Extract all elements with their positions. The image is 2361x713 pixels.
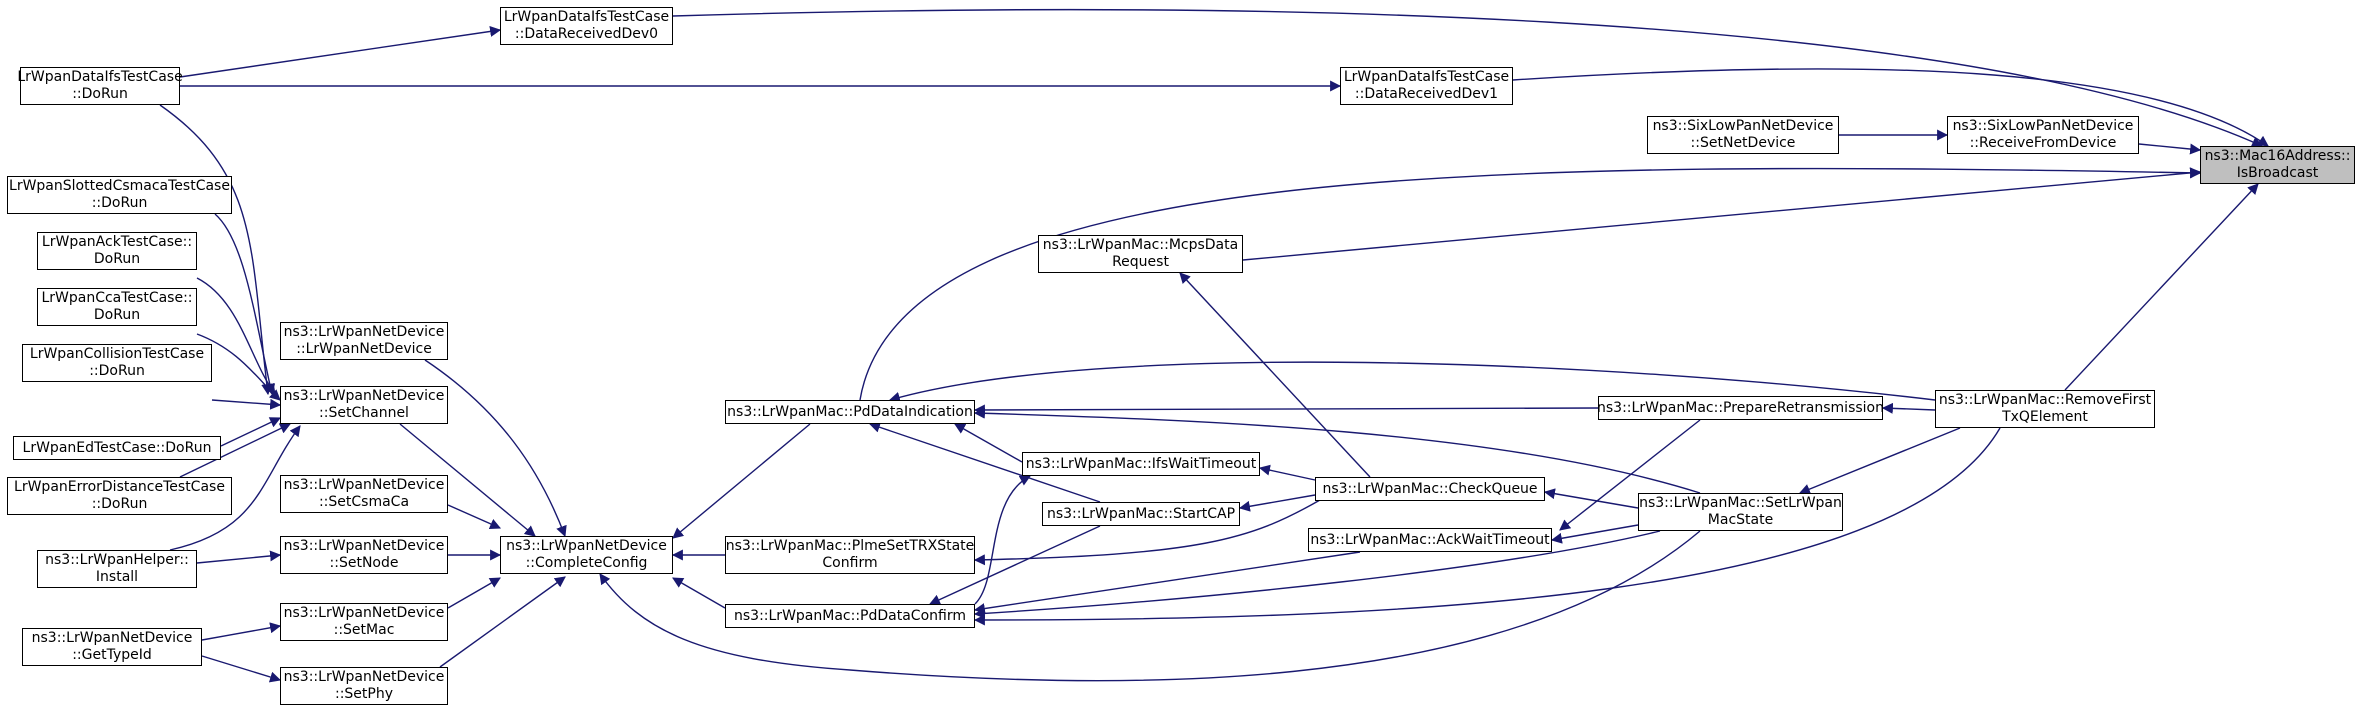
e-startcap-pdind [868,421,1101,503]
node-pddataconfirm[interactable]: ns3::LrWpanMac::PdDataConfirm [725,604,975,628]
node-gettypeid[interactable]: ns3::LrWpanNetDevice::GetTypeId [22,628,202,666]
e-dorun-recv0 [179,25,502,78]
node-cca-dorun[interactable]: LrWpanCcaTestCase::DoRun [37,288,197,326]
node-ackwaittimeout[interactable]: ns3::LrWpanMac::AckWaitTimeout [1308,528,1552,552]
e-checkqueue-mcps [1179,272,1371,478]
node-prepareretransmission[interactable]: ns3::LrWpanMac::PrepareRetransmission [1597,396,1884,420]
e-gettypeid-setphy [201,655,282,683]
node-helper-install[interactable]: ns3::LrWpanHelper::Install [37,550,197,588]
e-setmacstate-pdconf [973,530,1661,619]
e-setmacstate-ackwait [1550,524,1639,544]
e-ifs-pdconf [974,475,1031,605]
node-ed-dorun[interactable]: LrWpanEdTestCase::DoRun [13,436,221,460]
e-setchannel-complete [399,423,536,537]
node-lrwpannetdevice-ctor[interactable]: ns3::LrWpanNetDevice::LrWpanNetDevice [280,322,448,360]
e-errordist-setchannel [179,423,291,478]
e-ctor-complete [424,359,567,538]
node-dataifs-dorun[interactable]: LrWpanDataIfsTestCase::DoRun [17,67,183,105]
node-root[interactable]: ns3::Mac16Address::IsBroadcast [2200,146,2355,184]
e-ackwait-pdconf [973,551,1361,614]
e-setcsmaca-complete [447,504,502,530]
node-startcap[interactable]: ns3::LrWpanMac::StartCAP [1042,502,1240,526]
e-pdind-complete [672,423,811,539]
node-slotted-csmaca-dorun[interactable]: LrWpanSlottedCsmacaTestCase::DoRun [7,176,232,214]
e-checkqueue-ifs [1258,464,1316,481]
e-checkqueue-plme [973,499,1321,566]
e-recv0-root [672,9,2264,147]
e-removefirst-setmacstate [1798,427,1961,495]
node-checkqueue[interactable]: ns3::LrWpanMac::CheckQueue [1315,477,1545,501]
e-receive-root [2138,143,2202,155]
e-install-setnode [196,550,282,564]
e-collision-setchannel [211,398,282,410]
e-slotted-setchannel [214,213,276,396]
node-setchannel[interactable]: ns3::LrWpanNetDevice::SetChannel [280,386,448,424]
e-recv1-root [1512,68,2269,147]
e-mcps-root [1242,167,2202,261]
e-setmac-complete [447,577,501,609]
node-ack-dorun[interactable]: LrWpanAckTestCase::DoRun [37,232,197,270]
e-removefirst-prepare [1881,402,1936,414]
e-pdind-root [859,167,2202,401]
node-sixlow-setnetdevice[interactable]: ns3::SixLowPanNetDevice::SetNetDevice [1647,116,1839,154]
node-completeconfig[interactable]: ns3::LrWpanNetDevice::CompleteConfig [500,536,673,574]
node-dataifs-recv0[interactable]: LrWpanDataIfsTestCase::DataReceivedDev0 [500,7,673,45]
e-ed-setchannel [220,417,281,447]
e-ack-setchannel [196,277,276,395]
e-prepare-ackwait [1559,419,1701,531]
e-removefirst-root [2064,183,2259,391]
node-collision-dorun[interactable]: LrWpanCollisionTestCase::DoRun [22,344,212,382]
e-dorun-setchannel [159,104,273,396]
e-gettypeid-setmac [201,622,282,641]
e-removefirst-pdconf [973,427,2001,626]
e-setmacstate-checkqueue [1543,488,1639,509]
node-errordistance-dorun[interactable]: LrWpanErrorDistanceTestCase::DoRun [7,477,232,515]
node-setnode[interactable]: ns3::LrWpanNetDevice::SetNode [280,536,448,574]
node-setcsmaca[interactable]: ns3::LrWpanNetDevice::SetCsmaCa [280,475,448,513]
e-install-setchannel [169,425,301,551]
e-removefirst-pdind [888,361,1936,403]
e-prepare-pdind [973,404,1599,416]
e-startcap-pdconf [929,525,1101,605]
node-ifswaittimeout[interactable]: ns3::LrWpanMac::IfsWaitTimeout [1022,452,1260,476]
e-setmacstate-pdind [973,407,1701,494]
node-dataifs-recv1[interactable]: LrWpanDataIfsTestCase::DataReceivedDev1 [1340,67,1513,105]
e-setmacstate-complete [599,530,1701,682]
e-checkqueue-startcap [1238,494,1316,512]
node-setmac[interactable]: ns3::LrWpanNetDevice::SetMac [280,603,448,641]
e-cca-setchannel [196,333,281,401]
e-setphy-complete [439,576,566,668]
e-ifs-pdind [954,423,1023,463]
node-sixlow-receivefromdevice[interactable]: ns3::SixLowPanNetDevice::ReceiveFromDevi… [1947,116,2139,154]
node-setphy[interactable]: ns3::LrWpanNetDevice::SetPhy [280,667,448,705]
e-pdconf-complete [672,577,726,609]
node-pddataindication[interactable]: ns3::LrWpanMac::PdDataIndication [725,400,975,424]
